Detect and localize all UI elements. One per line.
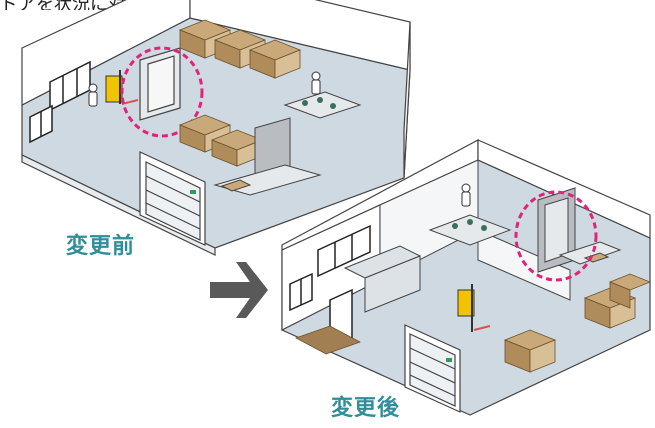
before-building xyxy=(21,0,411,256)
shutter-door-icon xyxy=(139,151,206,246)
before-boxes-mid xyxy=(178,114,264,167)
after-building xyxy=(281,138,652,416)
forklift-icon xyxy=(457,284,491,332)
after-windows xyxy=(289,224,371,312)
before-boxes-top xyxy=(178,19,302,79)
after-back-wall-right xyxy=(477,139,651,239)
before-right-wall xyxy=(403,21,411,179)
after-boxes xyxy=(503,273,652,373)
before-interior-door xyxy=(139,47,181,121)
highlight-circle-icon xyxy=(120,46,204,138)
highlight-circle-icon xyxy=(514,190,598,282)
worker-icon xyxy=(88,83,98,107)
label-before: 変更前 xyxy=(66,234,136,259)
shutter-door-icon xyxy=(404,324,461,413)
arrow-right-icon xyxy=(210,262,268,318)
after-entry-mat xyxy=(295,325,361,355)
before-machine xyxy=(213,117,322,196)
label-after: 変更後 xyxy=(331,396,401,421)
after-workstation xyxy=(428,183,512,246)
after-sinks xyxy=(343,245,422,313)
before-workstation xyxy=(283,71,362,119)
